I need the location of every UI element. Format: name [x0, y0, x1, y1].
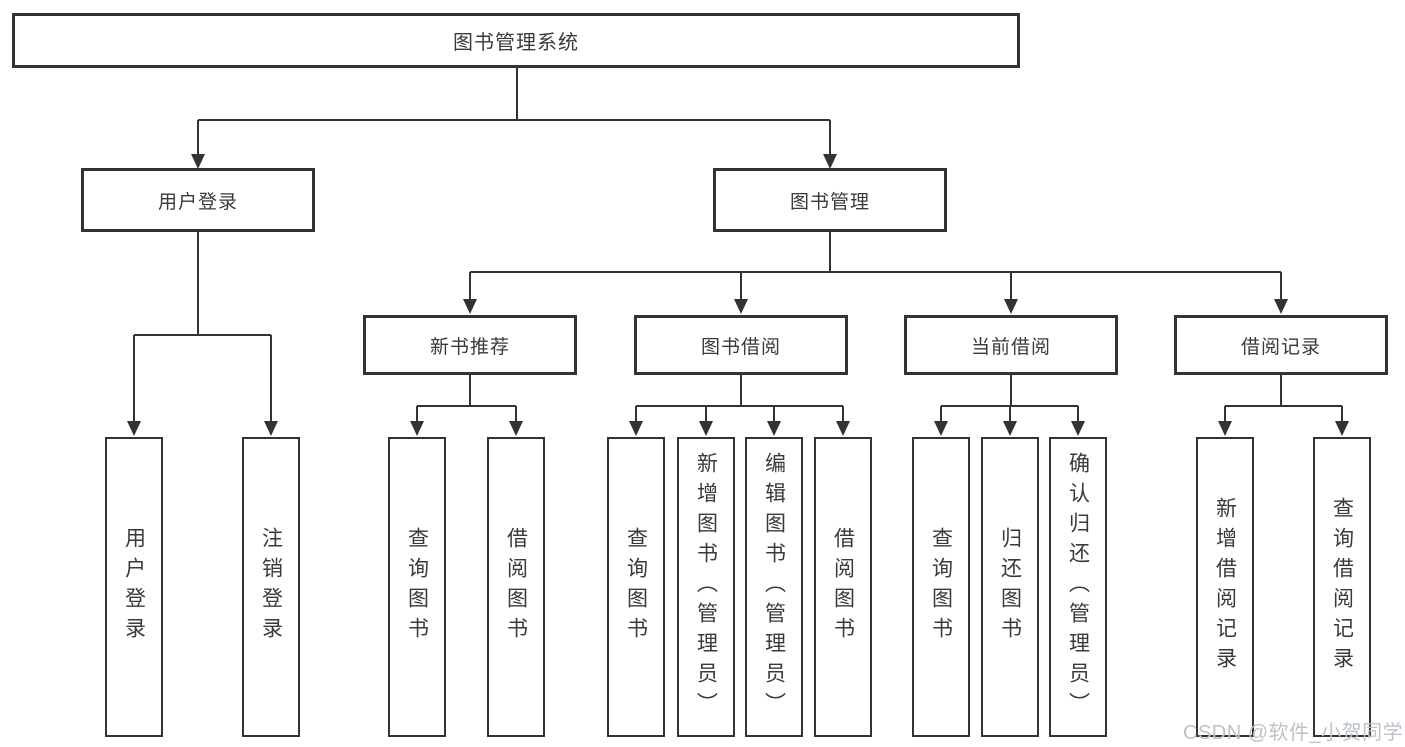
- node-label: 归还图书: [998, 527, 1022, 647]
- node-label: 查询图书: [405, 527, 429, 647]
- node-label: 用户登录: [157, 191, 238, 213]
- connector-borrow-records-group: [1224, 375, 1343, 424]
- leaf-confirm-return-admin: 确认归还（管理员）: [1049, 437, 1107, 737]
- node-borrow-records: 借阅记录: [1174, 315, 1388, 375]
- leaf-query-books-borrow: 查询图书: [607, 437, 665, 737]
- arrow-down-icon: [264, 421, 278, 436]
- node-book-management-branch: 图书管理: [713, 168, 947, 232]
- leaf-query-books-current: 查询图书: [912, 437, 970, 737]
- node-user-login-branch: 用户登录: [81, 168, 315, 232]
- node-label: 用户登录: [122, 527, 146, 647]
- leaf-user-login: 用户登录: [105, 437, 163, 737]
- node-label: 查询借阅记录: [1330, 497, 1354, 677]
- arrow-down-icon: [127, 421, 141, 436]
- node-label: 新增借阅记录: [1213, 497, 1237, 677]
- leaf-query-borrow-record: 查询借阅记录: [1313, 437, 1371, 737]
- arrow-down-icon: [1003, 421, 1017, 436]
- node-label: 图书管理系统: [453, 32, 579, 54]
- arrow-down-icon: [1274, 299, 1288, 314]
- node-new-book-recommend: 新书推荐: [363, 315, 577, 375]
- arrow-down-icon: [191, 154, 205, 169]
- arrow-down-icon: [823, 154, 837, 169]
- arrow-down-icon: [699, 421, 713, 436]
- leaf-logout: 注销登录: [242, 437, 300, 737]
- node-label: 查询图书: [624, 527, 648, 647]
- node-label: 当前借阅: [970, 336, 1051, 358]
- leaf-add-borrow-record: 新增借阅记录: [1196, 437, 1254, 737]
- node-label: 编辑图书（管理员）: [762, 452, 786, 722]
- leaf-query-books-recommend: 查询图书: [388, 437, 446, 737]
- leaf-borrow-books-recommend: 借阅图书: [487, 437, 545, 737]
- arrow-down-icon: [509, 421, 523, 436]
- arrow-down-icon: [463, 299, 477, 314]
- arrow-down-icon: [1218, 421, 1232, 436]
- connector-current-borrow-group: [940, 375, 1079, 424]
- arrow-down-icon: [1071, 421, 1085, 436]
- node-label: 查询图书: [929, 527, 953, 647]
- arrow-down-icon: [410, 421, 424, 436]
- node-label: 新书推荐: [429, 336, 510, 358]
- node-label: 借阅图书: [831, 527, 855, 647]
- connector-root-to-level2: [197, 68, 831, 158]
- arrow-down-icon: [1004, 299, 1018, 314]
- node-label: 新增图书（管理员）: [694, 452, 718, 722]
- node-label: 确认归还（管理员）: [1066, 452, 1090, 722]
- arrow-down-icon: [734, 299, 748, 314]
- node-label: 图书借阅: [700, 336, 781, 358]
- leaf-add-books-admin: 新增图书（管理员）: [677, 437, 735, 737]
- csdn-watermark: CSDN @软件_小贺同学: [1183, 722, 1404, 744]
- connector-book-management-branch: [469, 232, 1282, 303]
- node-current-borrow: 当前借阅: [904, 315, 1118, 375]
- arrow-down-icon: [767, 421, 781, 436]
- node-label: 借阅图书: [504, 527, 528, 647]
- connector-user-login-branch: [133, 232, 272, 424]
- leaf-borrow-books: 借阅图书: [814, 437, 872, 737]
- arrow-down-icon: [836, 421, 850, 436]
- arrow-down-icon: [629, 421, 643, 436]
- connector-book-borrow-group: [635, 375, 844, 424]
- connector-new-book-group: [416, 375, 517, 424]
- node-label: 注销登录: [259, 527, 283, 647]
- node-book-borrow: 图书借阅: [634, 315, 848, 375]
- leaf-return-books: 归还图书: [981, 437, 1039, 737]
- node-label: 图书管理: [789, 191, 870, 213]
- arrow-down-icon: [934, 421, 948, 436]
- node-root-system: 图书管理系统: [12, 13, 1020, 68]
- node-label: 借阅记录: [1240, 336, 1321, 358]
- arrow-down-icon: [1335, 421, 1349, 436]
- leaf-edit-books-admin: 编辑图书（管理员）: [745, 437, 803, 737]
